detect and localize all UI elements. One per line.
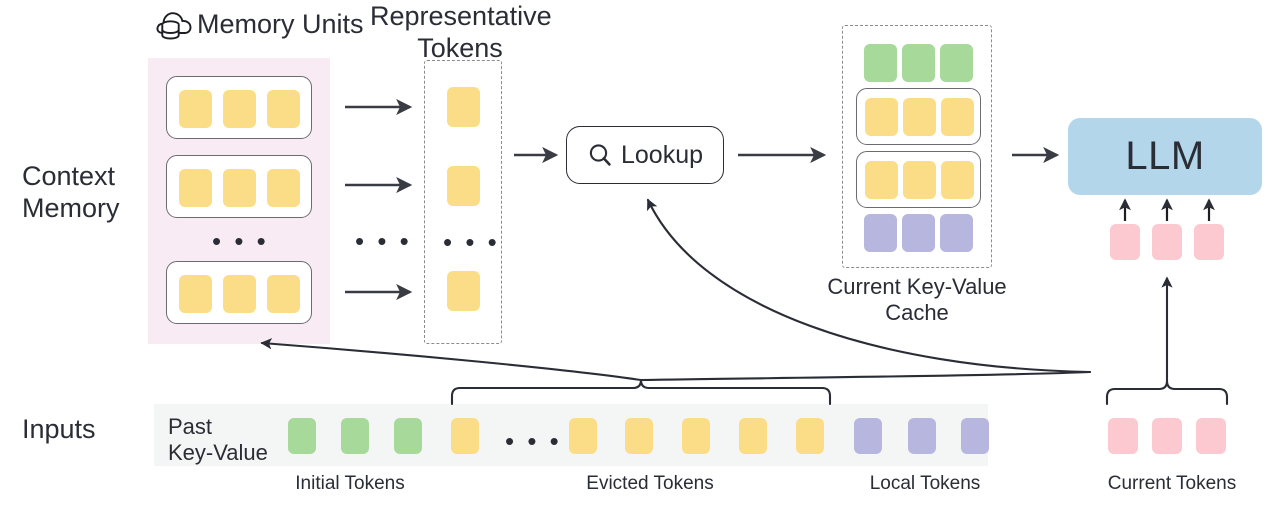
cloud-database-icon: [155, 4, 195, 44]
kv-cache-label: Current Key-Value Cache: [817, 274, 1017, 326]
representative-token: [447, 166, 480, 206]
context-memory-label: Context Memory: [22, 161, 120, 223]
input-token-current: [1108, 418, 1138, 454]
input-token-current: [1196, 418, 1226, 454]
brace-current-tokens: [1105, 380, 1229, 406]
kv-cache-label-text: Current Key-Value Cache: [827, 274, 1007, 325]
current-tokens-label: Current Tokens: [1107, 473, 1237, 494]
context-memory-panel: • • •: [148, 58, 330, 344]
lookup-label: Lookup: [620, 140, 704, 169]
current-token-under-llm: [1110, 224, 1140, 260]
llm-box[interactable]: LLM: [1068, 118, 1262, 195]
brace-evicted-tokens: [450, 379, 832, 406]
summarize-arrows-ellipsis: • • •: [355, 226, 412, 256]
memory-units-label: Memory Units: [197, 9, 364, 39]
input-token-initial: [341, 418, 369, 454]
initial-tokens-label: Initial Tokens: [295, 473, 405, 494]
memory-token: [267, 90, 300, 128]
representative-token: [447, 87, 480, 127]
kv-cache-token: [865, 161, 898, 199]
input-token-local: [854, 418, 882, 454]
kv-cache-token: [940, 214, 973, 252]
kv-cache-token: [864, 214, 897, 252]
memory-unit[interactable]: [166, 261, 312, 324]
kv-cache-token: [940, 44, 973, 82]
search-icon: [587, 142, 614, 169]
kv-cache-memory-unit: [856, 88, 981, 145]
kv-cache-memory-unit: [856, 151, 981, 208]
input-token-evicted: [451, 418, 479, 454]
memory-units-ellipsis: • • •: [212, 226, 269, 256]
llm-label: LLM: [1125, 134, 1205, 178]
representative-tokens-text: Representative Tokens: [370, 1, 552, 63]
input-token-evicted: [682, 418, 710, 454]
memory-token: [223, 275, 256, 313]
input-token-evicted: [625, 418, 653, 454]
memory-unit[interactable]: [166, 76, 312, 139]
evicted-tokens-label: Evicted Tokens: [586, 473, 714, 494]
lookup-button[interactable]: Lookup: [566, 126, 724, 184]
memory-token: [223, 90, 256, 128]
input-token-evicted: [739, 418, 767, 454]
input-token-initial: [394, 418, 422, 454]
input-token-local: [908, 418, 936, 454]
memory-token: [179, 169, 212, 207]
kv-cache-token: [865, 98, 898, 136]
memory-token: [179, 275, 212, 313]
past-key-value-text: Past Key-Value: [168, 414, 268, 465]
input-token-local: [961, 418, 989, 454]
evicted-tokens-ellipsis: • • •: [505, 426, 562, 456]
kv-cache-token: [902, 214, 935, 252]
representative-token: [447, 271, 480, 311]
past-key-value-label: Past Key-Value: [168, 414, 268, 466]
input-token-evicted: [569, 418, 597, 454]
representative-tokens-container: • • •: [424, 60, 502, 344]
memory-token: [267, 275, 300, 313]
line-evicted-brace-right: [639, 370, 1092, 382]
input-token-current: [1152, 418, 1182, 454]
kv-cache-token: [941, 161, 974, 199]
local-tokens-label: Local Tokens: [869, 473, 981, 494]
input-token-initial: [288, 418, 316, 454]
kv-cache-token: [864, 44, 897, 82]
kv-cache-token: [902, 44, 935, 82]
memory-unit[interactable]: [166, 155, 312, 218]
kv-cache-token: [903, 98, 936, 136]
representative-tokens-ellipsis: • • •: [443, 227, 500, 257]
kv-cache-container: [842, 25, 992, 268]
current-token-under-llm: [1194, 224, 1224, 260]
memory-token: [267, 169, 300, 207]
input-token-evicted: [796, 418, 824, 454]
memory-token: [179, 90, 212, 128]
current-token-under-llm: [1152, 224, 1182, 260]
kv-cache-token: [941, 98, 974, 136]
representative-tokens-label: Representative Tokens: [370, 1, 552, 65]
arrow-evicted-to-context-memory: [260, 338, 643, 382]
inputs-label: Inputs: [22, 414, 96, 444]
kv-cache-token: [903, 161, 936, 199]
memory-token: [223, 169, 256, 207]
